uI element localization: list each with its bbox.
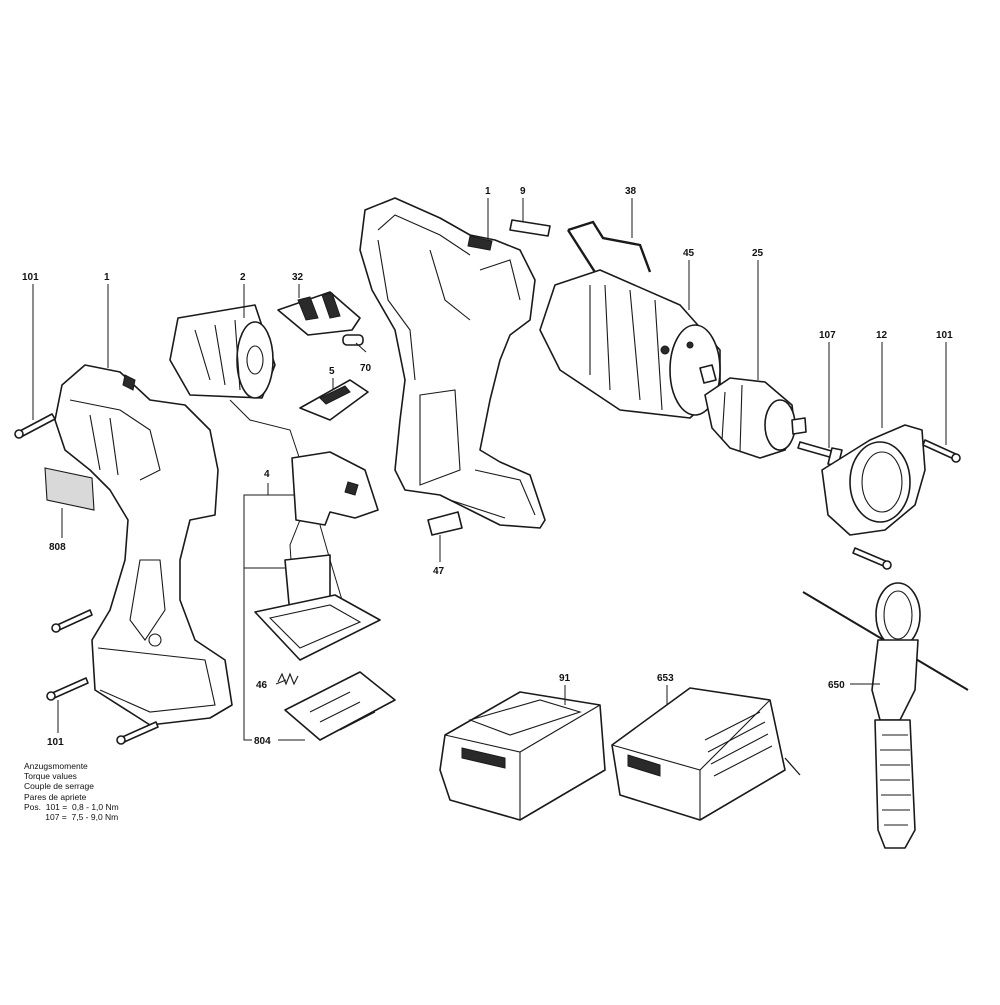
clip-70 [342, 334, 364, 346]
knob-5 [299, 379, 369, 421]
torque-note-line: Anzugsmomente [24, 761, 88, 771]
callout-101-bottom-left: 101 [47, 737, 64, 748]
screw-101-ring-bottom [852, 547, 892, 570]
gearbox [539, 269, 721, 419]
callout-38-wire-clip: 38 [625, 186, 637, 197]
callout-653-charger: 653 [657, 673, 674, 684]
leader-lines [32, 198, 947, 741]
torque-note-line: Pos. 101 = 0,8 - 1,0 Nm [24, 801, 119, 812]
motor [169, 304, 301, 461]
callout-107-screw: 107 [819, 330, 836, 341]
chuck [704, 377, 807, 459]
screw-101-mid-left [51, 609, 93, 633]
callouts: 101 1 2 32 70 5 4 808 46 804 101 1 9 38 … [22, 186, 953, 748]
torque-note-line: Pares de apriete [24, 791, 87, 802]
terminal-block [254, 594, 381, 661]
torque-note-line: Couple de serrage [24, 781, 94, 792]
label-plate-808 [44, 467, 95, 511]
callout-2-motor: 2 [240, 272, 246, 283]
screw-101-ring-top [922, 439, 961, 463]
callout-650-handle: 650 [828, 680, 845, 691]
callout-804-latch-plate: 804 [254, 736, 271, 747]
callout-46-spring: 46 [256, 680, 268, 691]
label-9 [509, 219, 551, 237]
callout-12-ring: 12 [876, 330, 888, 341]
callout-91-battery: 91 [559, 673, 571, 684]
slide-32 [277, 291, 361, 336]
callout-101-right: 101 [936, 330, 953, 341]
screw-101-low-left [46, 677, 89, 701]
latch-plate-804 [284, 671, 396, 741]
callout-47-clip: 47 [433, 566, 445, 577]
screw-101-bottom-left [116, 721, 159, 745]
auxiliary-handle-650 [802, 582, 969, 849]
spring-46 [277, 672, 299, 686]
wire-clip-38 [566, 220, 652, 281]
callout-5-knob: 5 [329, 366, 335, 377]
charger-653 [611, 687, 801, 821]
torque-note-line: Torque values [24, 771, 77, 782]
torque-values-note: Anzugsmomente Torque values Couple de se… [24, 761, 224, 822]
clip-47 [427, 511, 463, 536]
callout-70-clip: 70 [360, 363, 372, 374]
callout-1-right-housing: 1 [485, 186, 491, 197]
screw-101-top-left [14, 413, 56, 439]
callout-25-chuck: 25 [752, 248, 764, 259]
mounting-ring-12 [821, 424, 926, 536]
housing-half-left [54, 364, 233, 726]
battery-pack-91 [439, 691, 606, 821]
callout-808-label-plate: 808 [49, 542, 66, 553]
housing-half-right [359, 197, 546, 529]
callout-4-switch: 4 [264, 469, 270, 480]
switch-assembly [284, 451, 379, 616]
callout-9-label: 9 [520, 186, 526, 197]
callout-1-left-housing: 1 [104, 272, 110, 283]
callout-101-top-left: 101 [22, 272, 39, 283]
torque-note-line: 107 = 7,5 - 9,0 Nm [24, 812, 119, 823]
callout-45-gearbox: 45 [683, 248, 695, 259]
callout-32-slide: 32 [292, 272, 304, 283]
